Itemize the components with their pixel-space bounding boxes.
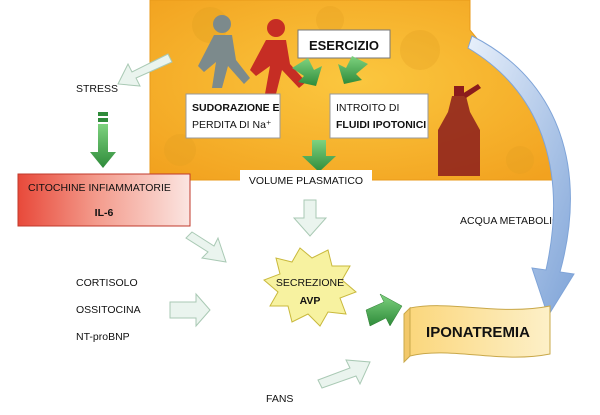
nt-probnp-label: NT-proBNP bbox=[76, 331, 130, 343]
secrezione-label-line1: SECREZIONE bbox=[276, 277, 344, 289]
sudorazione-label-line1: SUDORAZIONE E bbox=[192, 102, 280, 114]
green-arrow-left bbox=[292, 58, 322, 86]
introito-label-line1: INTROITO DI bbox=[336, 102, 399, 114]
acqua-metabolica-label: ACQUA METABOLICA bbox=[460, 215, 567, 227]
esercizio-label: ESERCIZIO bbox=[309, 38, 379, 53]
green-arrow-citochine bbox=[90, 112, 116, 168]
stress-label: STRESS bbox=[76, 83, 118, 95]
sudorazione-box: SUDORAZIONE E PERDITA DI Na⁺ bbox=[185, 93, 281, 139]
fans-label: FANS bbox=[266, 393, 293, 405]
sudorazione-label-line2: PERDITA DI Na⁺ bbox=[192, 119, 271, 131]
introito-box: INTROITO DI FLUIDI IPOTONICI bbox=[329, 93, 429, 139]
iponatremia-label: IPONATREMIA bbox=[426, 324, 530, 341]
ossitocina-label: OSSITOCINA bbox=[76, 304, 141, 316]
secrezione-label-line2: AVP bbox=[300, 295, 321, 307]
citochine-label-line1: CITOCHINE INFIAMMATORIE bbox=[28, 182, 171, 194]
green-arrow-volume bbox=[302, 140, 336, 172]
volume-plasmatico-label: VOLUME PLASMATICO bbox=[249, 175, 363, 187]
hollow-arrow-citochine-avp bbox=[185, 231, 227, 263]
green-arrow-iponatremia bbox=[365, 293, 403, 327]
secrezione-avp-star: SECREZIONE AVP bbox=[263, 247, 357, 327]
exercise-panel bbox=[149, 0, 561, 181]
citochine-box: CITOCHINE INFIAMMATORIE IL-6 bbox=[17, 173, 191, 227]
volume-plasmatico-box: VOLUME PLASMATICO bbox=[240, 170, 372, 188]
introito-label-line2: FLUIDI IPOTONICI bbox=[336, 119, 426, 131]
hollow-arrow-hormones-avp bbox=[169, 292, 211, 328]
bottle-icon bbox=[438, 84, 481, 176]
cortisolo-label: CORTISOLO bbox=[76, 277, 138, 289]
runner-grey-icon bbox=[198, 15, 250, 88]
esercizio-box: ESERCIZIO bbox=[297, 29, 391, 59]
citochine-label-line2: IL-6 bbox=[95, 207, 114, 219]
hollow-arrow-stress bbox=[117, 53, 173, 87]
hollow-arrow-fans bbox=[317, 359, 371, 389]
iponatremia-banner: IPONATREMIA bbox=[403, 305, 551, 364]
hollow-arrow-volume-avp bbox=[292, 199, 328, 237]
green-arrow-right bbox=[338, 56, 368, 84]
runner-red-icon bbox=[250, 19, 306, 94]
